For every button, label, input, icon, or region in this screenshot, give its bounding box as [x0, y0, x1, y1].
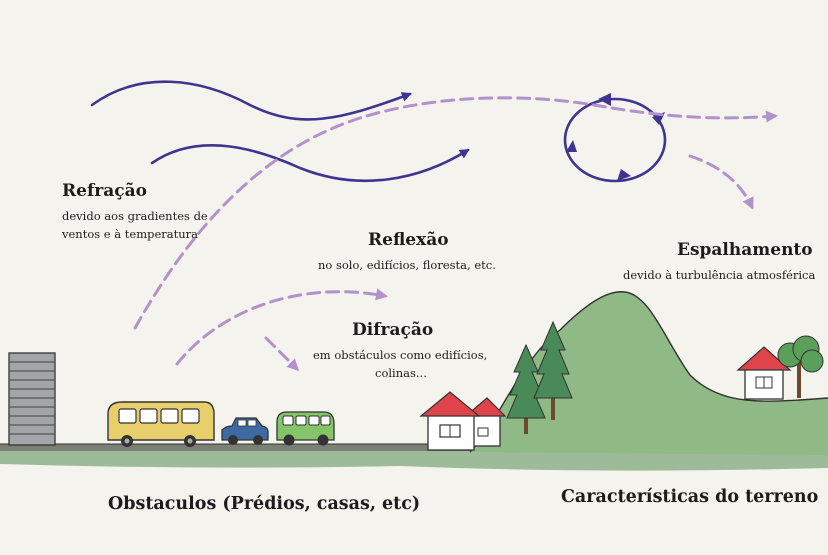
- car-green: [276, 411, 335, 446]
- refraction-arrow-lower: [150, 144, 470, 183]
- road: [0, 443, 470, 451]
- difracao-title: Difração: [352, 320, 434, 340]
- round-tree: [777, 335, 824, 398]
- espalhamento-title: Espalhamento: [677, 240, 813, 260]
- dashed-arrow-reflection: [175, 288, 388, 366]
- obstaculos-caption: Obstaculos (Prédios, casas, etc): [108, 494, 421, 514]
- pine-tree-left: [506, 343, 546, 434]
- building: [8, 352, 56, 446]
- pine-tree-right: [533, 320, 573, 420]
- bus: [107, 401, 215, 447]
- terreno-caption: Características do terreno: [561, 487, 819, 507]
- refracao-desc-line1: devido aos gradientes de: [62, 209, 208, 223]
- difracao-desc-line1: em obstáculos como edifícios,: [313, 348, 488, 362]
- refracao-desc-line2: ventos e à temperatura: [62, 227, 199, 241]
- dashed-arrow-diffraction: [264, 336, 300, 372]
- house-hill: [736, 346, 792, 400]
- house-back: [464, 397, 507, 447]
- refracao-title: Refração: [62, 181, 147, 201]
- espalhamento-desc: devido à turbulência atmosférica: [623, 268, 816, 282]
- reflexao-title: Reflexão: [368, 230, 449, 250]
- house-front: [419, 391, 481, 451]
- dashed-arrow-long: [133, 96, 778, 330]
- difracao-desc-line2: colinas...: [375, 366, 427, 380]
- car-blue: [221, 417, 269, 445]
- refraction-arrow-upper: [90, 80, 412, 121]
- turbulence-loop: [563, 93, 667, 183]
- reflexao-desc: no solo, edifícios, floresta, etc.: [318, 258, 496, 272]
- dashed-arrow-scattering: [688, 154, 754, 210]
